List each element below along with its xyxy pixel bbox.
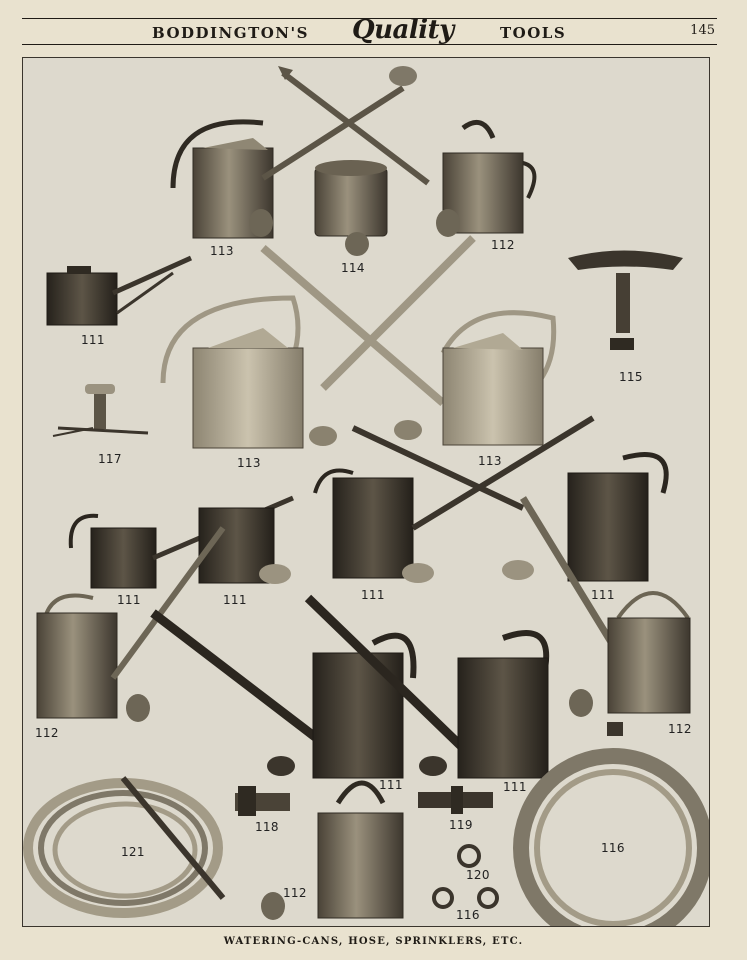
header-rule-top (22, 18, 717, 19)
watering-can-111-row3-c (313, 415, 595, 583)
watering-can-113-right (320, 235, 557, 446)
page-header: BODDINGTON'S Quality TOOLS 145 (22, 14, 717, 48)
label-118: 118 (255, 820, 279, 834)
header-rule-bottom (22, 44, 717, 45)
label-117: 117 (98, 452, 122, 466)
label-120: 120 (466, 868, 490, 882)
label-119: 119 (449, 818, 473, 832)
plate-caption: WATERING-CANS, HOSE, SPRINKLERS, ETC. (223, 936, 524, 947)
watering-can-114 (314, 160, 388, 256)
label-111: 111 (81, 333, 105, 347)
hose-coupling-118 (235, 786, 290, 816)
label-111: 111 (117, 593, 141, 607)
label-111: 111 (361, 588, 385, 602)
header-brand: BODDINGTON'S (152, 24, 309, 42)
catalog-plate: 113 114 112 111 115 117 113 113 111 111 … (22, 57, 710, 927)
label-112: 112 (668, 722, 692, 736)
header-quality-script: Quality (352, 15, 454, 45)
hose-reel-116 (513, 722, 709, 926)
label-113: 113 (210, 244, 234, 258)
watering-can-111-row3-d (351, 425, 669, 582)
label-115: 115 (619, 370, 643, 384)
label-111: 111 (503, 780, 527, 794)
label-112: 112 (491, 238, 515, 252)
watering-can-113-left (160, 244, 446, 449)
watering-can-111-large-b (304, 594, 550, 779)
hose-coupling-119 (418, 786, 493, 814)
sprinkler-115 (568, 250, 683, 350)
watering-can-111-large-a (150, 609, 417, 779)
label-112: 112 (283, 886, 307, 900)
label-121: 121 (121, 845, 145, 859)
label-116: 116 (601, 841, 625, 855)
watering-can-112-bottom (261, 780, 404, 920)
catalog-illustration (23, 66, 709, 926)
watering-can-112-top (389, 66, 537, 237)
label-113: 113 (237, 456, 261, 470)
watering-can-112-right (520, 496, 691, 717)
hose-clamp-120 (457, 844, 481, 868)
label-114: 114 (341, 261, 365, 275)
label-112: 112 (35, 726, 59, 740)
label-113: 113 (478, 454, 502, 468)
page-number: 145 (690, 23, 715, 38)
header-tools: TOOLS (500, 24, 567, 42)
label-111: 111 (223, 593, 247, 607)
label-111: 111 (591, 588, 615, 602)
sprinkler-117 (52, 384, 149, 437)
watering-can-113-top (170, 66, 430, 239)
hose-washers-116 (432, 887, 499, 909)
label-111: 111 (379, 778, 403, 792)
watering-can-112-left (36, 526, 226, 722)
label-116: 116 (456, 908, 480, 922)
watering-can-111-small (46, 255, 193, 326)
hose-121 (23, 776, 226, 918)
